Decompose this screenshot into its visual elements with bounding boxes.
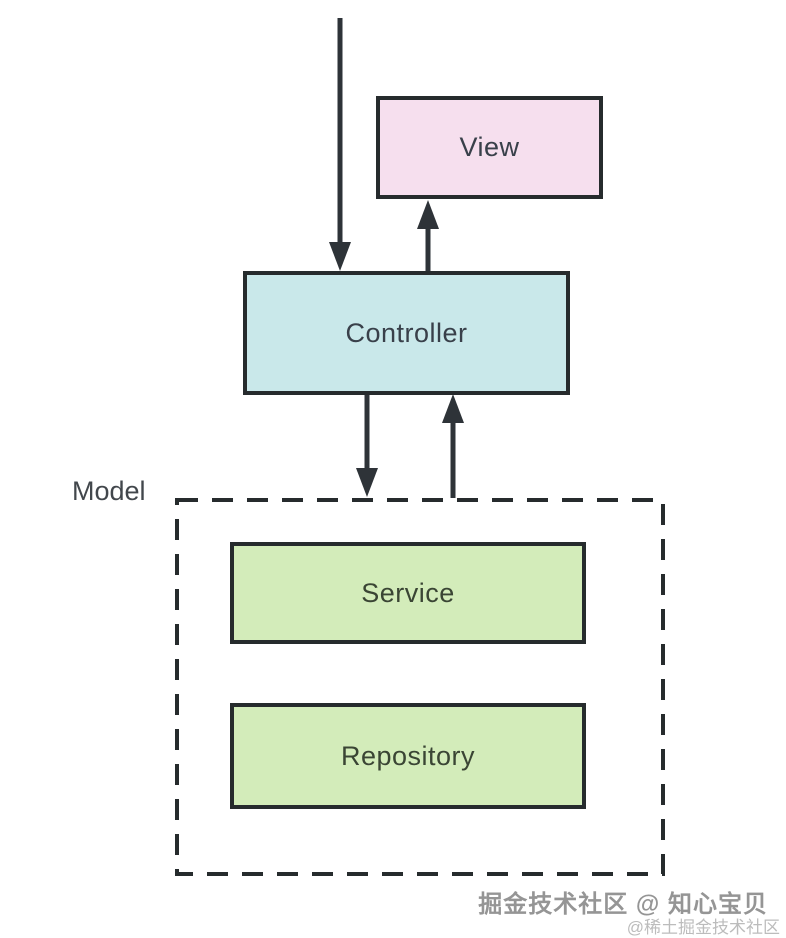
arrow-controller-to-model [356, 395, 378, 497]
model-group-label: Model [72, 476, 146, 506]
controller-node-label: Controller [345, 317, 468, 348]
service-node-label: Service [361, 577, 455, 608]
watermark-primary: 掘金技术社区 @ 知心宝贝 [478, 891, 768, 918]
model-group-box [175, 498, 665, 876]
controller-node: Controller [243, 271, 570, 395]
arrow-model-to-controller [442, 394, 464, 498]
view-node-label: View [459, 132, 520, 162]
repository-node: Repository [230, 703, 586, 809]
watermark-secondary: @稀土掘金技术社区 [626, 918, 780, 937]
service-node: Service [230, 542, 586, 644]
arrow-controller-to-view [417, 200, 439, 271]
repository-node-label: Repository [340, 740, 476, 771]
arrow-input-to-controller [329, 18, 351, 271]
view-node: View [376, 96, 603, 199]
